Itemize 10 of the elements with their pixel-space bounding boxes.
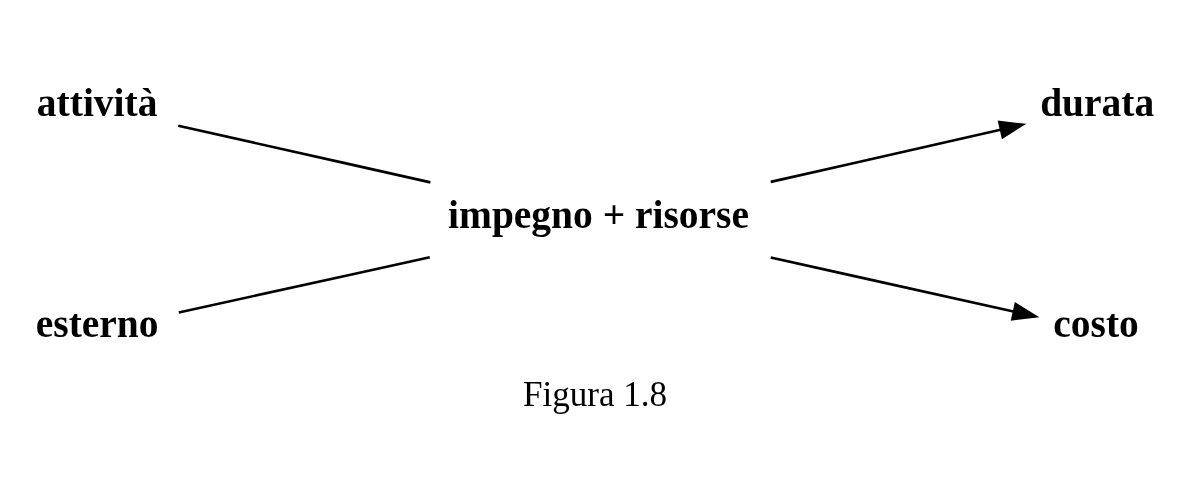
- node-text: durata: [1040, 80, 1155, 125]
- node-text: attività: [36, 80, 158, 125]
- caption: Figura 1.8: [522, 374, 668, 414]
- node-text: esterno: [35, 301, 159, 346]
- connector: [178, 123, 431, 184]
- arrow: [770, 120, 1027, 183]
- arrow: [770, 255, 1040, 321]
- node-text: costo: [1053, 301, 1139, 346]
- node-text: impegno + risorse: [448, 192, 750, 237]
- connector: [178, 255, 431, 314]
